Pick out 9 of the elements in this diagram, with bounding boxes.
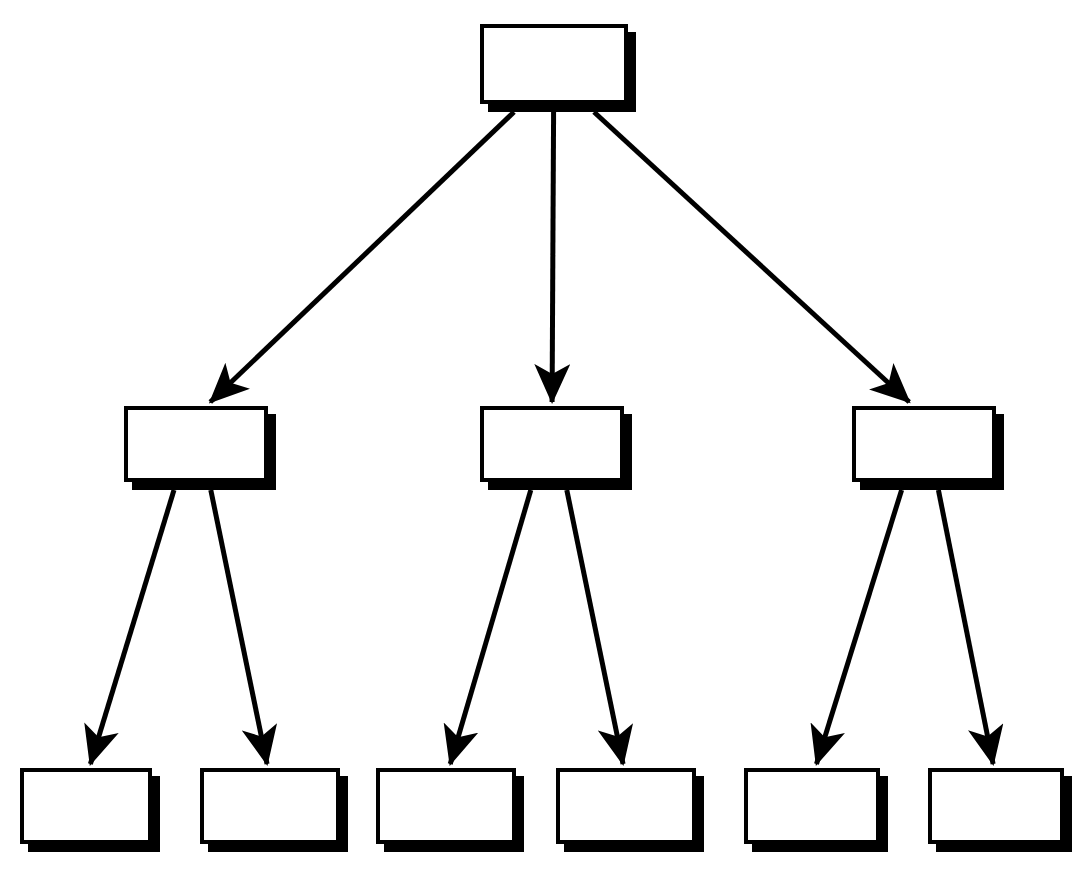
arrow bbox=[208, 489, 278, 766]
arrow bbox=[534, 112, 571, 404]
arrow bbox=[935, 489, 1004, 766]
arrow bbox=[443, 489, 534, 766]
arrow bbox=[208, 110, 516, 404]
arrow bbox=[564, 489, 634, 766]
arrow bbox=[592, 110, 911, 404]
arrow bbox=[84, 489, 177, 766]
arrow bbox=[810, 489, 904, 766]
